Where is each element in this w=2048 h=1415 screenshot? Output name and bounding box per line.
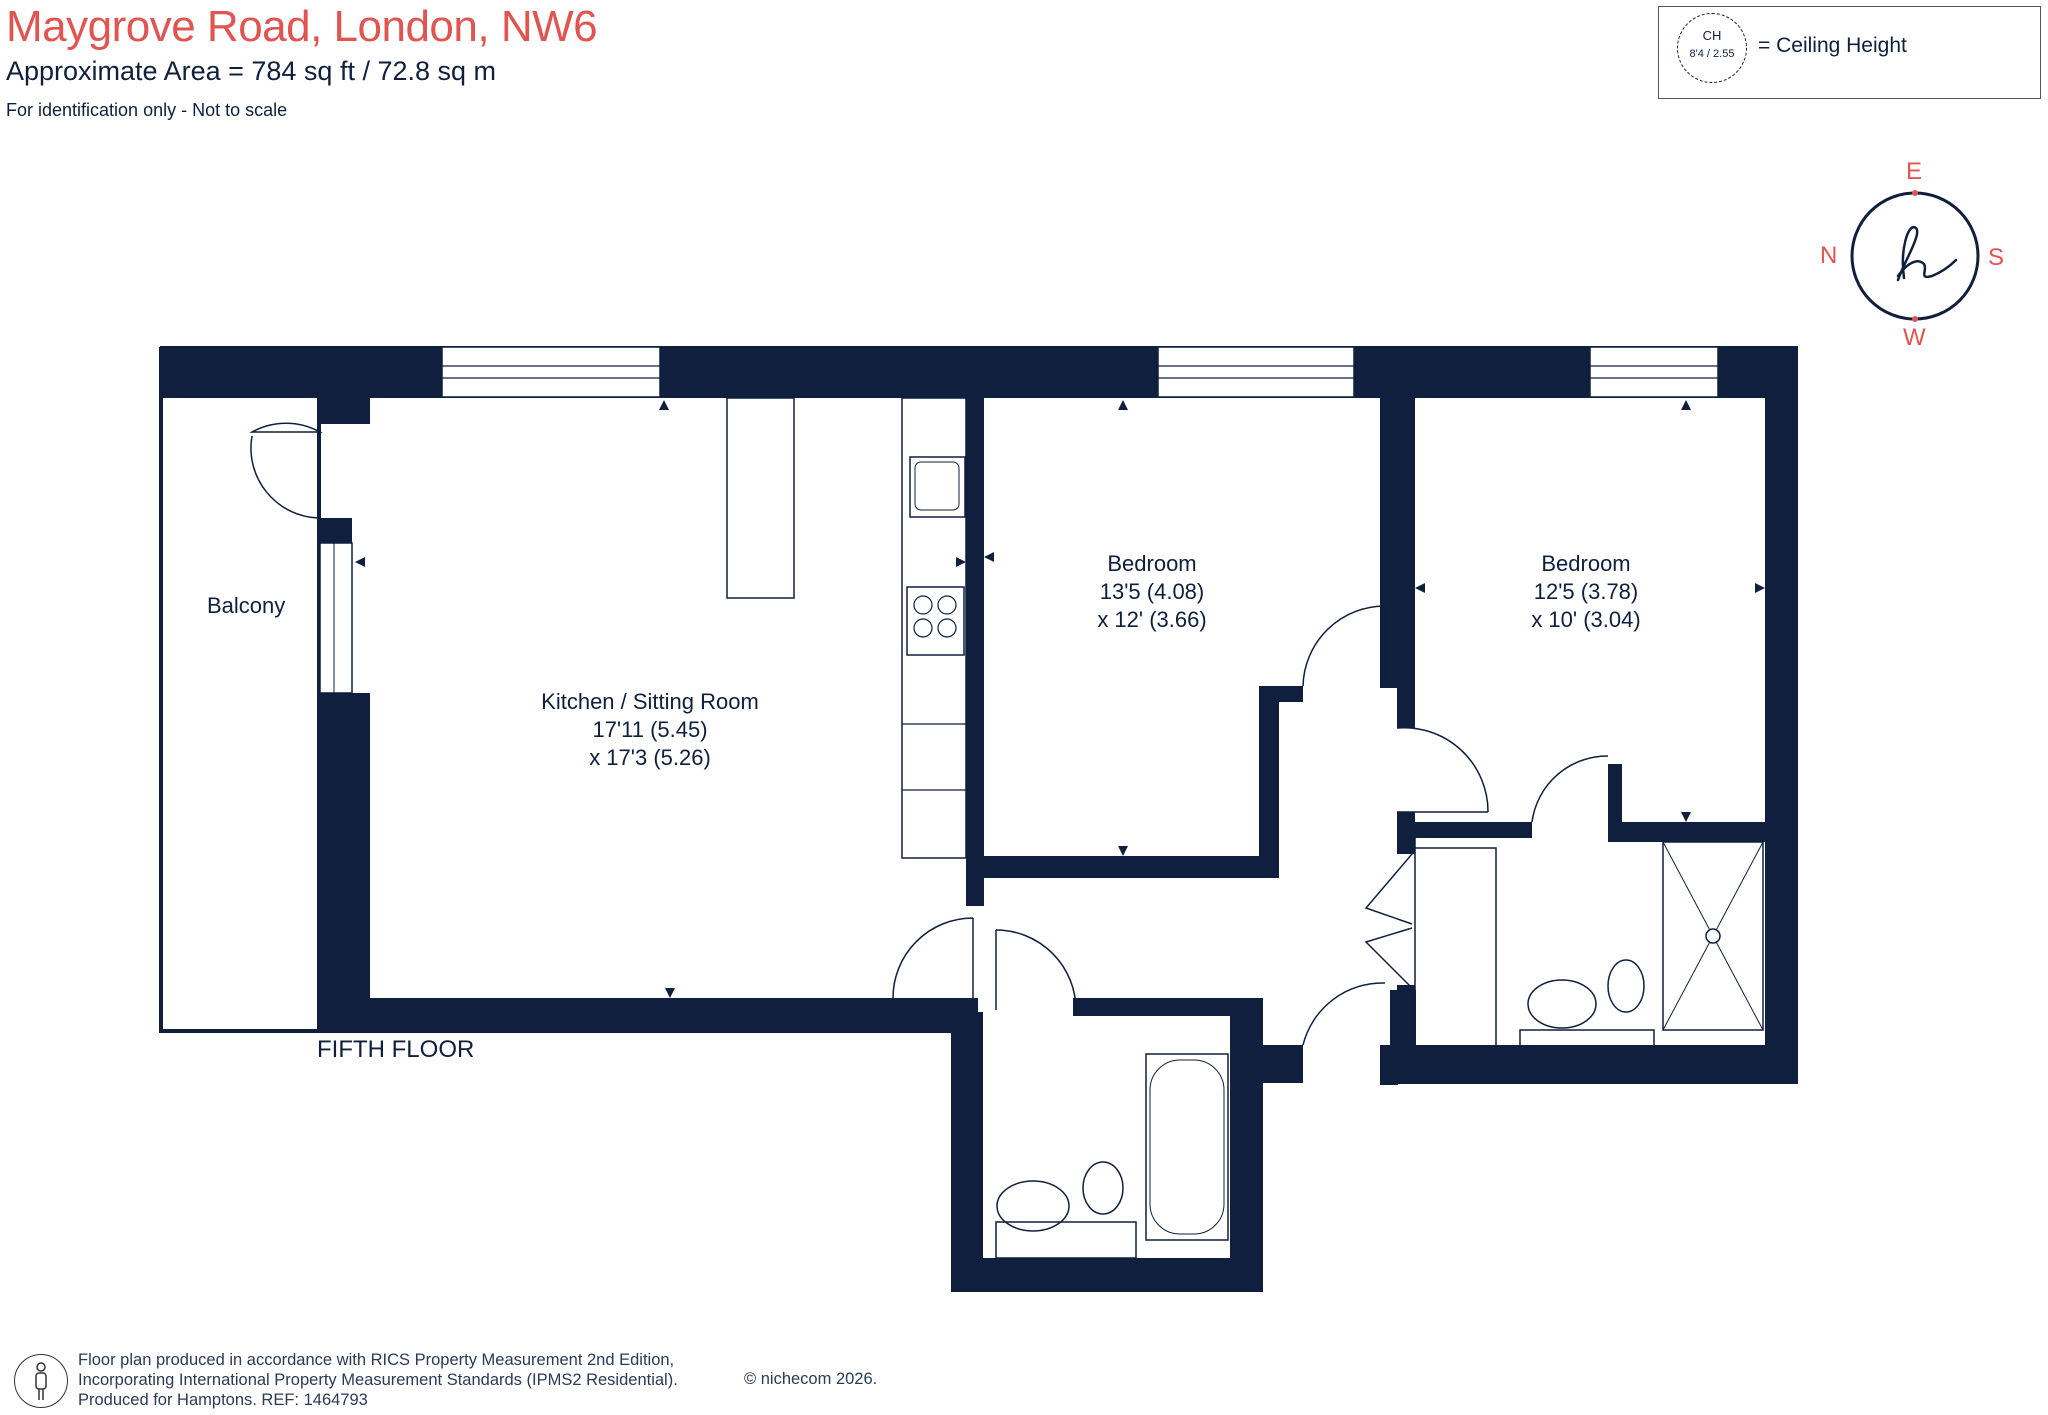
- bathroom-bottom-wall: [951, 1258, 1263, 1292]
- bedroom2-dim2: x 10' (3.04): [1531, 607, 1641, 632]
- bathroom-left-wall: [951, 1012, 983, 1292]
- bedroom1-dim2: x 12' (3.66): [1097, 607, 1207, 632]
- ceiling-height-abbr: CH: [1702, 28, 1722, 43]
- bedroom1-name: Bedroom: [1107, 551, 1197, 576]
- bedroom2-label: Bedroom 12'5 (3.78) x 10' (3.04): [1486, 550, 1686, 634]
- kitchen-dim2: x 17'3 (5.26): [589, 745, 711, 770]
- top-wall: [160, 346, 1798, 398]
- toilet-icon: [1082, 1161, 1124, 1215]
- footer-text: Floor plan produced in accordance with R…: [78, 1350, 678, 1410]
- sink-icon: [909, 456, 966, 518]
- kitchen-island: [726, 397, 795, 599]
- disclaimer-note: For identification only - Not to scale: [6, 100, 288, 120]
- approximate-area: Approximate Area = 784 sq ft / 72.8 sq m: [6, 56, 497, 86]
- kitchen-bedroom-wall: [966, 398, 984, 906]
- ceiling-height-icon: CH 8'4 / 2.55: [1677, 13, 1747, 83]
- footer-line3: Produced for Hamptons. REF: 1464793: [78, 1391, 368, 1409]
- ensuite-toilet-icon: [1607, 959, 1645, 1013]
- kitchen-dim1: 17'11 (5.45): [592, 717, 708, 742]
- ensuite-sink-icon: [1519, 1029, 1655, 1047]
- bedroom2-dim1: 12'5 (3.78): [1533, 579, 1639, 604]
- bath-icon: [1145, 1053, 1229, 1241]
- bedroom2-name: Bedroom: [1541, 551, 1631, 576]
- ceiling-height-key: CH 8'4 / 2.55 = Ceiling Height: [1658, 6, 2041, 99]
- bathroom-right-wall: [1230, 998, 1263, 1292]
- kitchen-counter: [901, 397, 967, 859]
- property-title: Maygrove Road, London, NW6: [6, 2, 598, 51]
- left-wall: [318, 693, 370, 1033]
- ceiling-height-value: 8'4 / 2.55: [1689, 48, 1735, 60]
- hob-icon: [906, 586, 965, 656]
- compass-bottom-letter: W: [1903, 324, 1926, 351]
- kitchen-sitting-room-label: Kitchen / Sitting Room 17'11 (5.45) x 17…: [520, 688, 780, 772]
- copyright-text: © nichecom 2026.: [744, 1370, 878, 1388]
- person-icon: [14, 1354, 68, 1408]
- bedroom1-label: Bedroom 13'5 (4.08) x 12' (3.66): [1052, 550, 1252, 634]
- footer-line1: Floor plan produced in accordance with R…: [78, 1351, 675, 1369]
- ceiling-height-label: = Ceiling Height: [1758, 34, 1907, 57]
- kitchen-name: Kitchen / Sitting Room: [541, 689, 759, 714]
- bedroom1-dim1: 13'5 (4.08): [1099, 579, 1205, 604]
- bathroom-sink-icon: [995, 1221, 1137, 1259]
- compass-left-letter: N: [1820, 242, 1838, 269]
- compass-top-letter: E: [1906, 158, 1923, 185]
- floor-label: FIFTH FLOOR: [317, 1036, 475, 1063]
- balcony-outline: [159, 347, 321, 1033]
- compass-right-letter: S: [1988, 244, 2005, 271]
- balcony-label: Balcony: [207, 593, 286, 618]
- kitchen-bottom-wall: [318, 998, 978, 1033]
- footer-line2: Incorporating International Property Mea…: [78, 1371, 678, 1389]
- shower-icon: [1662, 841, 1764, 1031]
- right-wall: [1765, 346, 1798, 1084]
